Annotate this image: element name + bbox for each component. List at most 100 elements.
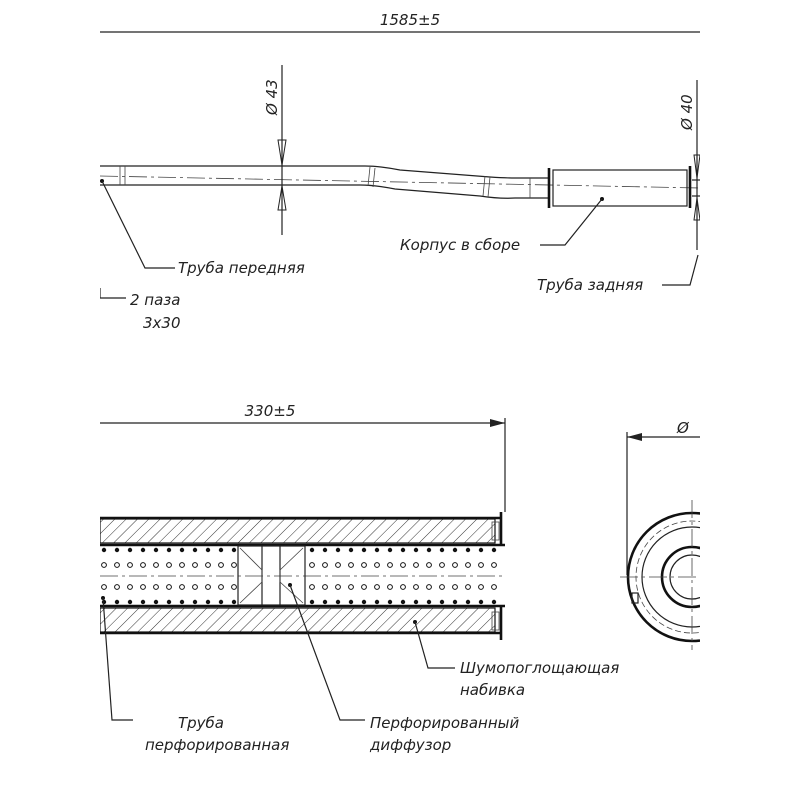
slots-label-line1: 2 паза bbox=[130, 291, 180, 309]
perforation-hole bbox=[309, 584, 315, 590]
perforation-hole bbox=[478, 562, 484, 568]
perforation-hole bbox=[101, 547, 107, 553]
perforation-hole bbox=[478, 584, 484, 590]
perforation-hole bbox=[400, 562, 406, 568]
perforation-hole bbox=[114, 584, 120, 590]
perforation-hole bbox=[322, 599, 328, 605]
perforation-hole bbox=[400, 599, 406, 605]
perforated-pipe-label-line2: перфорированная bbox=[145, 736, 289, 754]
perforation-hole bbox=[452, 599, 458, 605]
perforation-hole bbox=[166, 547, 172, 553]
diameter-43-text: Ø 43 bbox=[263, 79, 281, 116]
perforation-hole bbox=[374, 562, 380, 568]
end-view: Ø bbox=[620, 419, 700, 650]
perforation-hole bbox=[114, 547, 120, 553]
perforation-hole bbox=[426, 584, 432, 590]
perforation-hole bbox=[231, 584, 237, 590]
perforation-hole bbox=[335, 562, 341, 568]
perforation-hole bbox=[439, 547, 445, 553]
slots-label-line2: 3x30 bbox=[143, 314, 181, 332]
perforation-hole bbox=[400, 584, 406, 590]
perforation-hole bbox=[140, 599, 146, 605]
perforation-hole bbox=[322, 584, 328, 590]
perforation-hole bbox=[400, 547, 406, 553]
perforation-hole bbox=[426, 599, 432, 605]
perforation-hole bbox=[387, 584, 393, 590]
perforation-hole bbox=[192, 584, 198, 590]
perforation-hole bbox=[348, 562, 354, 568]
perforation-hole bbox=[101, 584, 107, 590]
perforation-hole bbox=[218, 562, 224, 568]
perforated-diffuser-callout: Перфорированный диффузор bbox=[288, 583, 519, 754]
perforation-hole bbox=[413, 584, 419, 590]
perforation-hole bbox=[205, 599, 211, 605]
diameter-43-dimension: Ø 43 bbox=[263, 65, 287, 235]
perforation-hole bbox=[140, 584, 146, 590]
perforation-hole bbox=[478, 547, 484, 553]
perforated-diffuser-label-line2: диффузор bbox=[369, 736, 451, 754]
perforation-hole bbox=[127, 599, 133, 605]
body-assembly-label: Корпус в сборе bbox=[400, 236, 520, 254]
perforation-hole bbox=[166, 562, 172, 568]
perforated-diffuser-label-line1: Перфорированный bbox=[370, 714, 519, 732]
perforation-hole bbox=[309, 562, 315, 568]
perforation-hole bbox=[335, 599, 341, 605]
perforation-hole bbox=[465, 599, 471, 605]
perforation-hole bbox=[361, 547, 367, 553]
perforation-hole bbox=[127, 547, 133, 553]
absorbing-fill-callout: Шумопоглощающая набивка bbox=[413, 620, 619, 699]
perforation-hole bbox=[218, 599, 224, 605]
perforation-hole bbox=[491, 599, 497, 605]
perforation-hole bbox=[452, 562, 458, 568]
overall-length-text: 1585±5 bbox=[380, 11, 440, 29]
perforation-hole bbox=[374, 584, 380, 590]
perforation-hole bbox=[140, 547, 146, 553]
perforation-hole bbox=[192, 599, 198, 605]
perforation-hole bbox=[153, 547, 159, 553]
perforation-hole bbox=[140, 562, 146, 568]
perforation-hole bbox=[179, 547, 185, 553]
body-length-text: 330±5 bbox=[245, 402, 296, 420]
perforation-hole bbox=[322, 547, 328, 553]
rear-pipe-label: Труба задняя bbox=[537, 276, 643, 294]
perforation-hole bbox=[491, 562, 497, 568]
perforation-hole bbox=[361, 599, 367, 605]
perforation-hole bbox=[101, 562, 107, 568]
absorbing-fill-label-line2: набивка bbox=[460, 681, 525, 699]
diffuser bbox=[237, 545, 306, 606]
perforation-hole bbox=[439, 562, 445, 568]
perforation-hole bbox=[218, 547, 224, 553]
perforation-hole bbox=[309, 547, 315, 553]
perforation-hole bbox=[179, 584, 185, 590]
perforation-hole bbox=[166, 584, 172, 590]
perforation-hole bbox=[413, 562, 419, 568]
perforation-hole bbox=[465, 562, 471, 568]
perforation-hole bbox=[465, 584, 471, 590]
perforation-hole bbox=[465, 547, 471, 553]
perforation-hole bbox=[231, 562, 237, 568]
muffler-body bbox=[552, 169, 688, 207]
perforation-hole bbox=[218, 584, 224, 590]
end-diameter-text: Ø bbox=[676, 419, 690, 437]
perforation-hole bbox=[192, 547, 198, 553]
slots-callout: 2 паза 3x30 bbox=[100, 288, 181, 332]
perforation-hole bbox=[374, 547, 380, 553]
perforation-hole bbox=[114, 562, 120, 568]
front-pipe-label: Труба передняя bbox=[178, 259, 305, 277]
perforated-pipe-label-line1: Труба bbox=[178, 714, 224, 732]
perforation-hole bbox=[413, 547, 419, 553]
perforation-hole bbox=[452, 584, 458, 590]
perforated-pipe-callout: Труба перфорированная bbox=[101, 596, 289, 754]
perforation-hole bbox=[205, 584, 211, 590]
perforation-hole bbox=[153, 599, 159, 605]
perforation-hole bbox=[309, 599, 315, 605]
body-assembly-callout: Корпус в сборе bbox=[400, 197, 604, 254]
perforation-hole bbox=[192, 562, 198, 568]
perforation-hole bbox=[153, 562, 159, 568]
diameter-40-text: Ø 40 bbox=[678, 94, 696, 131]
perforation-hole bbox=[361, 562, 367, 568]
perforation-hole bbox=[205, 547, 211, 553]
perforation-hole bbox=[491, 547, 497, 553]
perforation-hole bbox=[491, 584, 497, 590]
